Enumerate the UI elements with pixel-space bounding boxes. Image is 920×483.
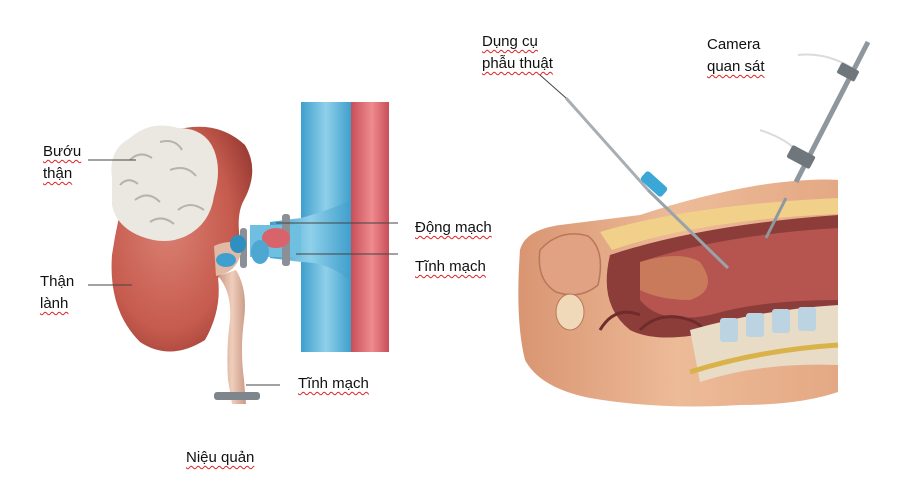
- label-instrument-line1: Dụng cụ: [482, 33, 538, 50]
- label-tumor-line2: thận: [43, 165, 73, 182]
- label-healthy-kidney: Thận lành: [40, 271, 74, 315]
- renal-artery-stump: [251, 228, 290, 264]
- leader-lines-right: [539, 74, 567, 99]
- label-vein-lower: Tĩnh mạch: [298, 373, 369, 395]
- laparoscopy-figure: [518, 40, 871, 407]
- label-artery-text: Động mạch: [415, 219, 492, 236]
- label-tumor-line1: Bướu: [43, 143, 82, 160]
- label-healthy-line1: Thận: [40, 273, 75, 290]
- label-instrument: Dụng cụ phẫu thuật: [482, 31, 553, 75]
- label-vein-lower-text: Tĩnh mạch: [298, 375, 369, 392]
- label-camera-line1: Camera: [707, 36, 761, 53]
- kidney-figure: [88, 102, 398, 404]
- label-vein-upper: Tĩnh mạch: [415, 256, 486, 278]
- label-tumor: Bướu thận: [43, 141, 81, 185]
- label-ureter: Niệu quản: [186, 447, 254, 469]
- label-artery: Động mạch: [415, 217, 492, 239]
- label-camera: Camera quan sát: [707, 34, 765, 78]
- spine: [689, 305, 839, 382]
- ureter: [214, 270, 260, 404]
- label-instrument-line2: phẫu thuật: [482, 55, 553, 72]
- label-healthy-line2: lành: [40, 295, 69, 312]
- label-ureter-text: Niệu quản: [186, 449, 255, 466]
- label-vein-upper-text: Tĩnh mạch: [415, 258, 486, 275]
- camera-scope: [759, 40, 871, 239]
- label-camera-line2: quan sát: [707, 58, 765, 75]
- leg-fold: [538, 233, 602, 331]
- surgical-instrument: [564, 97, 730, 270]
- aorta: [351, 102, 389, 352]
- leader-lines: [88, 159, 398, 386]
- kidney-tumor: [111, 125, 218, 241]
